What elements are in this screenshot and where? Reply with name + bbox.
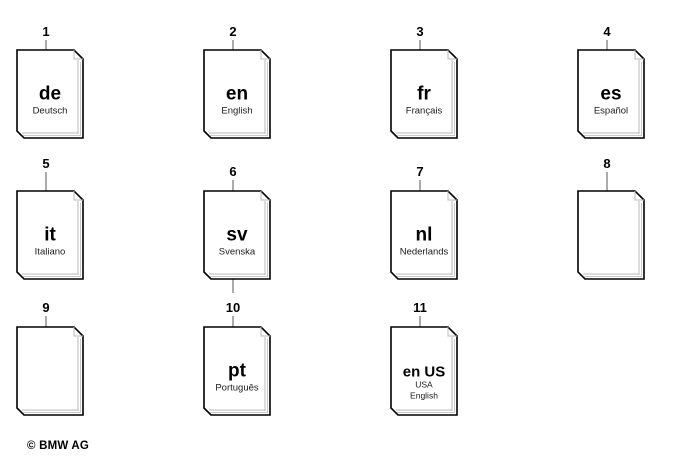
language-code-label: it — [44, 224, 56, 245]
booklet-item-9[interactable] — [16, 326, 84, 416]
language-name-label: Svenska — [219, 246, 256, 257]
callout-number-1: 1 — [42, 24, 49, 39]
language-name-label: Nederlands — [400, 246, 449, 257]
callout-number-3: 3 — [416, 24, 423, 39]
language-code-label: en — [226, 83, 248, 104]
callout-number-8: 8 — [603, 156, 610, 171]
language-name-label: Français — [406, 105, 443, 116]
booklet-cover — [16, 326, 84, 416]
callout-number-7: 7 — [416, 164, 423, 179]
callout-number-6: 6 — [229, 164, 236, 179]
callout-number-11: 11 — [413, 300, 427, 315]
callout-number-2: 2 — [229, 24, 236, 39]
language-name-label: Português — [215, 382, 259, 393]
language-code-label: fr — [417, 83, 431, 104]
booklet-item-8[interactable] — [577, 190, 645, 280]
language-code-label: sv — [226, 224, 248, 245]
language-name-label: Deutsch — [33, 105, 68, 116]
callout-number-10: 10 — [226, 300, 240, 315]
corner-fold-crease — [260, 327, 270, 337]
language-name-label: Español — [594, 105, 628, 116]
language-code-label: nl — [416, 224, 433, 245]
corner-fold-crease — [260, 191, 270, 201]
corner-fold-crease — [447, 191, 457, 201]
language-name-label-line2: English — [410, 390, 438, 400]
language-code-label: de — [39, 83, 61, 104]
corner-fold-crease — [260, 50, 270, 60]
language-code-label: es — [600, 83, 621, 104]
corner-fold-crease — [73, 50, 83, 60]
callout-number-9: 9 — [42, 300, 49, 315]
language-code-label: pt — [228, 360, 247, 381]
corner-fold-crease — [447, 327, 457, 337]
corner-fold-crease — [73, 327, 83, 337]
language-code-label: en US — [403, 363, 446, 380]
booklet-cover — [577, 190, 645, 280]
corner-fold-crease — [73, 191, 83, 201]
callout-number-4: 4 — [603, 24, 611, 39]
copyright-notice: © BMW AG — [27, 440, 90, 452]
corner-fold-crease — [447, 50, 457, 60]
language-name-label: USA — [415, 380, 433, 390]
language-name-label: Italiano — [35, 246, 66, 257]
callout-number-5: 5 — [42, 156, 49, 171]
corner-fold-crease — [634, 50, 644, 60]
language-name-label: English — [221, 105, 252, 116]
corner-fold-crease — [634, 191, 644, 201]
